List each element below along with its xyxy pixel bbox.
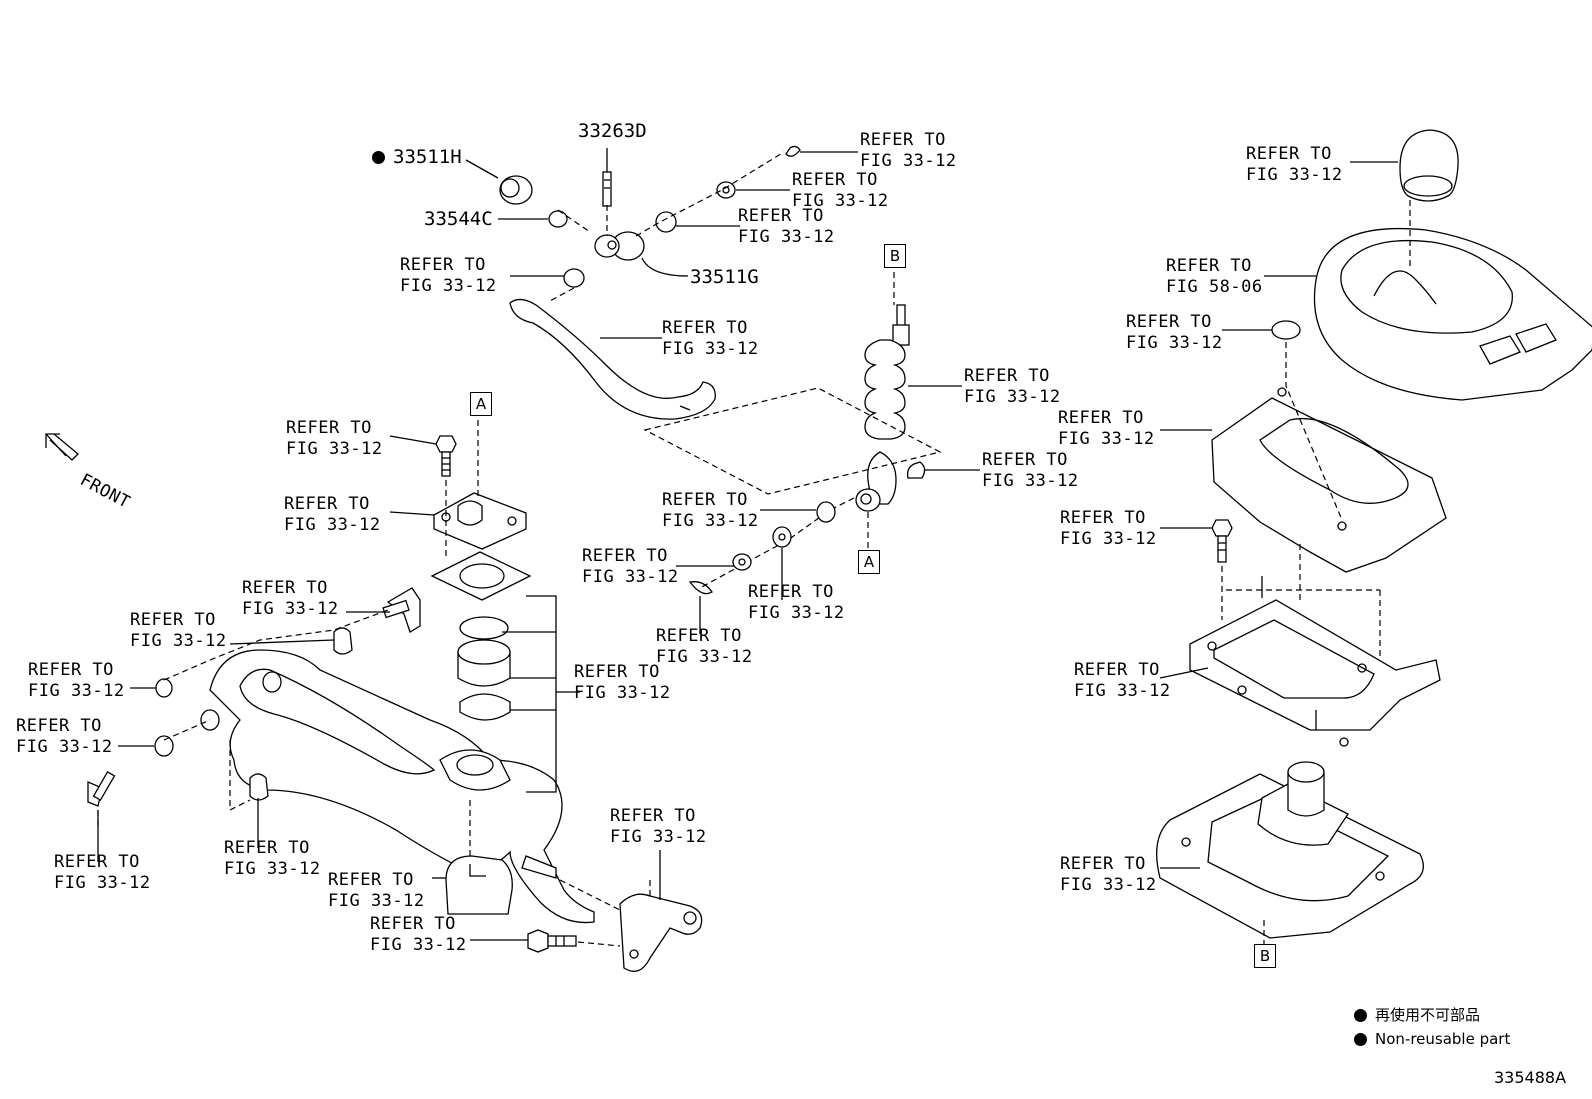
pin-33263d — [602, 171, 612, 207]
section-marker-b: B — [884, 244, 906, 268]
refer-label: REFER TO FIG 33-12 — [54, 852, 151, 893]
refer-label: REFER TO FIG 33-12 — [792, 170, 889, 211]
refer-label: REFER TO FIG 33-12 — [860, 130, 957, 171]
bolt-upper — [435, 435, 457, 477]
front-arrow — [45, 433, 79, 461]
console-bracket — [1189, 576, 1441, 747]
bolt-right — [1211, 519, 1233, 563]
refer-label: REFER TO FIG 33-12 — [130, 610, 227, 651]
clips-center — [688, 501, 836, 595]
refer-label: REFER TO FIG 33-12 — [982, 450, 1079, 491]
refer-label: REFER TO FIG 33-12 — [656, 626, 753, 667]
refer-label: REFER TO FIG 33-12 — [1074, 660, 1171, 701]
refer-label: REFER TO FIG 33-12 — [224, 838, 321, 879]
bolt-lower — [527, 929, 577, 953]
refer-label: REFER TO FIG 33-12 — [1060, 508, 1157, 549]
refer-label: REFER TO FIG 33-12 — [662, 318, 759, 359]
cross-member — [200, 649, 595, 924]
bracket-upper — [433, 492, 527, 550]
refer-label: REFER TO FIG 33-12 — [748, 582, 845, 623]
refer-label: REFER TO FIG 33-12 — [400, 255, 497, 296]
figure-id: 335488A — [1494, 1068, 1567, 1087]
bracket-lower — [619, 893, 703, 972]
section-marker-a: A — [470, 392, 492, 416]
shift-knob — [1399, 129, 1459, 202]
shift-rod — [509, 298, 716, 420]
refer-label: REFER TO FIG 33-12 — [16, 716, 113, 757]
section-marker-a: A — [858, 550, 880, 574]
shift-boot — [1156, 761, 1424, 939]
refer-label: REFER TO FIG 33-12 — [1246, 144, 1343, 185]
refer-label: REFER TO FIG 33-12 — [370, 914, 467, 955]
refer-label: REFER TO FIG 33-12 — [738, 206, 835, 247]
washers-top — [563, 145, 801, 288]
part-33511h-number: 33511H — [393, 146, 462, 168]
part-33263d-label: 33263D — [578, 120, 647, 142]
legend-english: Non-reusable part — [1354, 1030, 1510, 1048]
refer-label: REFER TO FIG 33-12 — [610, 806, 707, 847]
refer-label: REFER TO FIG 33-12 — [242, 578, 339, 619]
refer-label-fig-58-06: REFER TO FIG 58-06 — [1166, 256, 1263, 297]
refer-label: REFER TO FIG 33-12 — [286, 418, 383, 459]
refer-label: REFER TO FIG 33-12 — [574, 662, 671, 703]
refer-label: REFER TO FIG 33-12 — [1058, 408, 1155, 449]
legend-japanese: 再使用不可部品 — [1354, 1004, 1480, 1025]
shift-lever — [855, 304, 926, 512]
bushing-33511h — [499, 175, 533, 205]
refer-label: REFER TO FIG 33-12 — [662, 490, 759, 531]
refer-label: REFER TO FIG 33-12 — [1060, 854, 1157, 895]
console-box — [1211, 387, 1447, 573]
part-33544c-label: 33544C — [424, 208, 493, 230]
mount-block — [445, 855, 513, 915]
refer-label: REFER TO FIG 33-12 — [284, 494, 381, 535]
refer-label: REFER TO FIG 33-12 — [328, 870, 425, 911]
bushing-33544c — [548, 210, 568, 228]
refer-label: REFER TO FIG 33-12 — [964, 366, 1061, 407]
legend-japanese-text: 再使用不可部品 — [1375, 1006, 1481, 1024]
part-33511g-label: 33511G — [690, 266, 759, 288]
joint-33511g — [594, 231, 645, 261]
refer-label: REFER TO FIG 33-12 — [582, 546, 679, 587]
refer-label: REFER TO FIG 33-12 — [28, 660, 125, 701]
non-reusable-mark-icon — [372, 151, 385, 164]
bushings-left — [87, 587, 421, 807]
leader-lines — [97, 148, 1398, 941]
gasket-stack — [430, 551, 532, 721]
legend-english-text: Non-reusable part — [1375, 1030, 1511, 1048]
plug-grommet — [1271, 320, 1301, 340]
non-reusable-dot-icon — [1354, 1009, 1367, 1022]
console-panel — [1313, 227, 1592, 401]
part-33511h-label: 33511H — [372, 146, 462, 168]
section-marker-b: B — [1254, 944, 1276, 968]
refer-label: REFER TO FIG 33-12 — [1126, 312, 1223, 353]
non-reusable-dot-icon — [1354, 1033, 1367, 1046]
